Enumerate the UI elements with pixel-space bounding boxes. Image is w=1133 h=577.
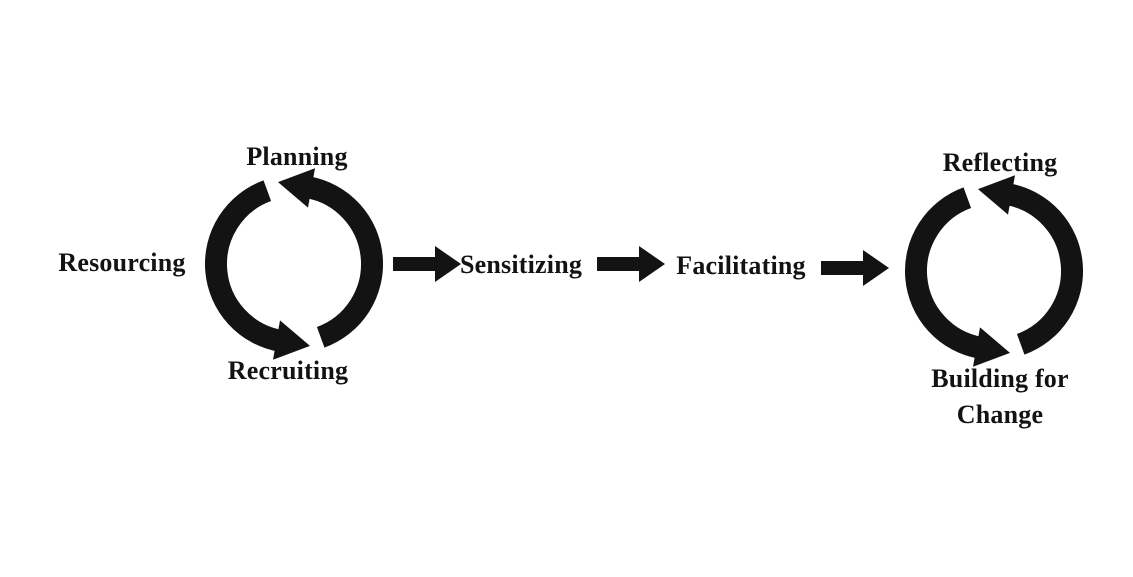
label-building-for-change: Building for Change <box>931 361 1069 433</box>
flow-arrow-3-icon <box>821 250 889 286</box>
flow-arrow-2-icon <box>597 246 665 282</box>
left-cycle-arrows-icon <box>194 164 394 364</box>
label-line-2: Change <box>956 400 1044 429</box>
label-resourcing: Resourcing <box>58 248 186 277</box>
label-line-1: Building for <box>931 364 1069 393</box>
label-facilitating: Facilitating <box>676 251 806 280</box>
label-sensitizing: Sensitizing <box>459 250 583 279</box>
label-recruiting: Recruiting <box>227 356 349 385</box>
flow-arrow-1-icon <box>393 246 461 282</box>
label-reflecting: Reflecting <box>942 148 1058 177</box>
label-planning: Planning <box>246 142 348 171</box>
right-cycle-arrows-icon <box>894 171 1094 371</box>
